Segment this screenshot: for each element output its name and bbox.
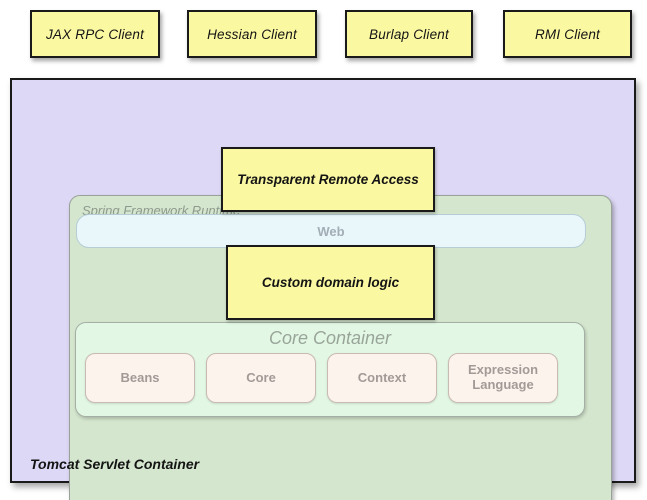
- transparent-remote-access-box: Transparent Remote Access: [221, 147, 435, 212]
- core-container-box: Core Container Beans Core Context Expres…: [75, 322, 585, 417]
- module-box-context: Context: [327, 353, 437, 403]
- module-label: Expression Language: [467, 362, 539, 392]
- client-label: RMI Client: [534, 26, 600, 42]
- client-label: Burlap Client: [369, 26, 449, 42]
- client-box-burlap: Burlap Client: [345, 10, 473, 58]
- module-label: Context: [357, 369, 407, 385]
- web-layer-label: Web: [317, 223, 345, 239]
- client-box-rmi: RMI Client: [503, 10, 632, 58]
- client-label: Hessian Client: [207, 26, 297, 42]
- core-modules-row: Beans Core Context Expression Language: [76, 353, 584, 403]
- client-box-jax-rpc: JAX RPC Client: [30, 10, 160, 58]
- core-container-label: Core Container: [268, 327, 392, 348]
- client-box-hessian: Hessian Client: [187, 10, 317, 58]
- custom-domain-logic-label: Custom domain logic: [261, 275, 400, 290]
- transparent-remote-access-label: Transparent Remote Access: [237, 172, 419, 187]
- module-box-core: Core: [206, 353, 316, 403]
- tomcat-servlet-container-label: Tomcat Servlet Container: [30, 456, 200, 472]
- module-label: Core: [246, 369, 276, 385]
- module-box-expression-language: Expression Language: [448, 353, 558, 403]
- module-box-beans: Beans: [85, 353, 195, 403]
- module-label: Beans: [120, 369, 160, 385]
- custom-domain-logic-box: Custom domain logic: [226, 245, 435, 320]
- client-label: JAX RPC Client: [45, 26, 145, 42]
- web-layer-bar: Web: [76, 214, 586, 248]
